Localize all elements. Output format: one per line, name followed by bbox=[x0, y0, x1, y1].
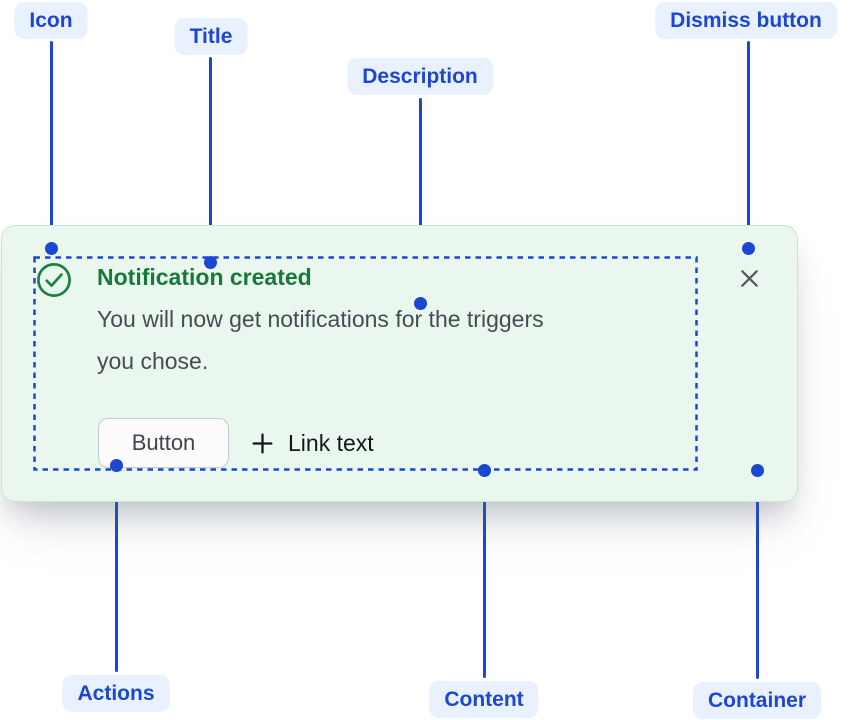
callout-line-description bbox=[419, 98, 422, 304]
callout-dot-content bbox=[478, 464, 491, 477]
callout-dot-dismiss bbox=[742, 242, 755, 255]
notification-title: Notification created bbox=[97, 264, 312, 290]
callout-line-dismiss bbox=[747, 41, 750, 248]
callout-dot-description bbox=[414, 297, 427, 310]
annotation-label-dismiss-button: Dismiss button bbox=[655, 2, 837, 39]
content-area-outline bbox=[33, 256, 698, 471]
callout-dot-container bbox=[751, 464, 764, 477]
notification-container: Notification created You will now get no… bbox=[1, 225, 798, 502]
notification-description: You will now get notifications for the t… bbox=[97, 298, 717, 382]
annotation-label-icon: Icon bbox=[14, 2, 88, 39]
plus-icon bbox=[252, 433, 273, 453]
callout-line-content bbox=[483, 471, 486, 678]
actions-row: Button Link text bbox=[98, 418, 374, 468]
callout-line-container bbox=[756, 471, 759, 679]
callout-dot-title bbox=[204, 256, 217, 269]
callout-dot-actions bbox=[110, 459, 123, 472]
description-line: you chose. bbox=[97, 348, 209, 374]
callout-dot-icon bbox=[45, 242, 58, 255]
action-link-label: Link text bbox=[288, 429, 374, 456]
success-check-circle-icon bbox=[37, 263, 71, 297]
callout-line-title bbox=[209, 57, 212, 263]
action-link[interactable]: Link text bbox=[250, 430, 374, 457]
annotation-label-description: Description bbox=[347, 58, 493, 95]
callout-line-icon bbox=[50, 41, 53, 248]
description-line: You will now get notifications for the t… bbox=[97, 306, 544, 332]
action-button[interactable]: Button bbox=[98, 418, 229, 468]
callout-line-actions bbox=[115, 466, 118, 672]
annotation-label-actions: Actions bbox=[62, 675, 170, 712]
close-icon bbox=[740, 269, 758, 287]
annotation-label-title: Title bbox=[174, 18, 248, 55]
annotation-label-container: Container bbox=[692, 682, 822, 719]
annotation-label-content: Content bbox=[429, 681, 539, 718]
dismiss-button[interactable] bbox=[733, 262, 765, 294]
